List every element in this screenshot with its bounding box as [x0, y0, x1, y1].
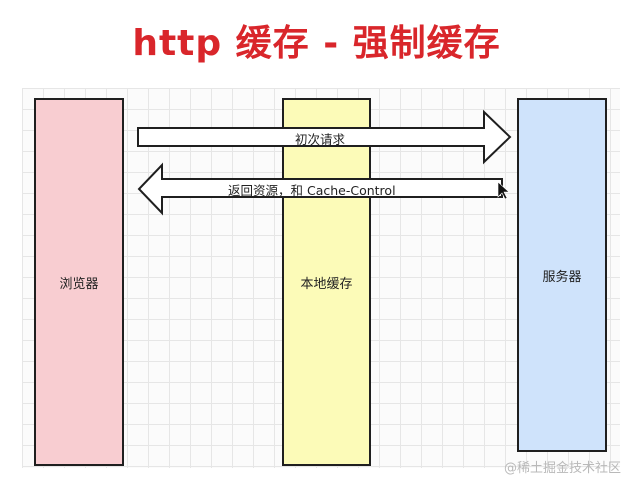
cursor-icon — [497, 181, 510, 200]
request-arrow-label: 初次请求 — [295, 132, 346, 147]
server-box: 服务器 — [517, 98, 607, 452]
page-title: http 缓存 - 强制缓存 — [132, 23, 501, 64]
response-arrow — [137, 162, 503, 216]
server-label: 服务器 — [542, 269, 582, 285]
browser-box: 浏览器 — [34, 98, 124, 466]
local-cache-box: 本地缓存 — [282, 98, 371, 466]
watermark: @稀土掘金技术社区 — [503, 461, 621, 476]
response-arrow-label: 返回资源，和 Cache-Control — [228, 183, 396, 198]
browser-label: 浏览器 — [59, 276, 99, 292]
request-arrow — [137, 109, 512, 165]
local-cache-label: 本地缓存 — [300, 276, 353, 292]
